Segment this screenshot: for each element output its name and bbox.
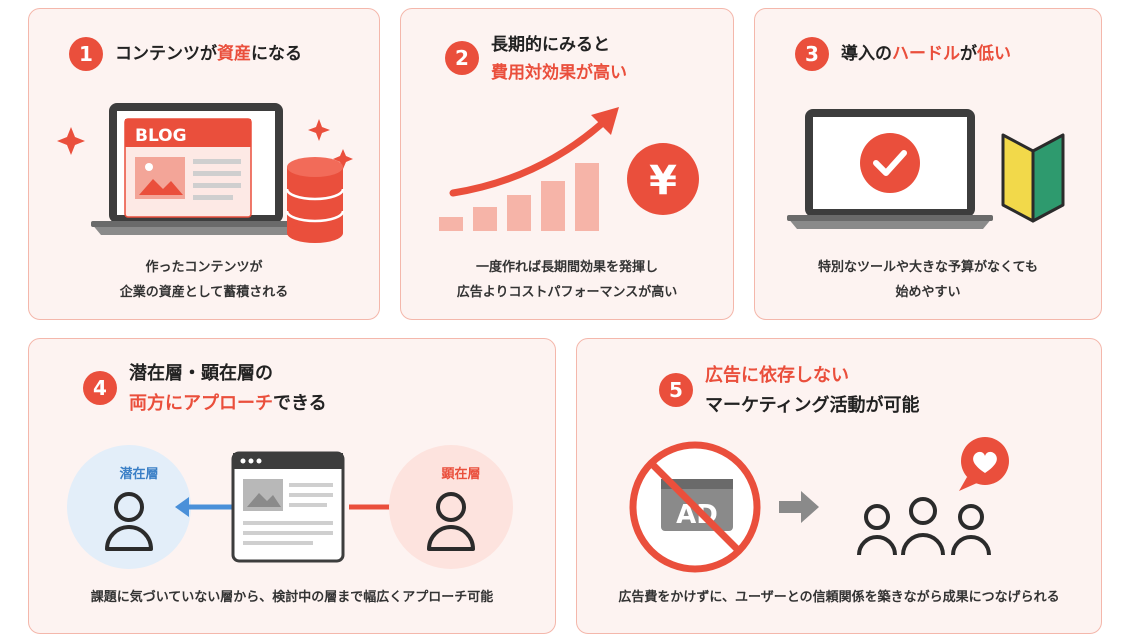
person-icon	[105, 492, 153, 551]
laptop-blog-illustration: BLOG	[57, 103, 353, 243]
card-description: 作ったコンテンツが 企業の資産として蓄積される	[119, 260, 289, 300]
card-title: 潜在層・顕在層の 両方にアプローチできる	[129, 363, 327, 414]
sparkle-icon	[57, 119, 353, 169]
audience-illustration	[67, 445, 513, 569]
card-description: 特別なツールや大きな予算がなくても 始めやすい	[818, 260, 1038, 300]
card-title: 広告に依存しない マーケティング活動が可能	[705, 365, 920, 416]
card-cost-effective: 2 長期的にみると 費用対効果が高い ¥ 一度作れば長期間効果を発揮し 広告より…	[400, 8, 734, 320]
yen-coin-icon: ¥	[627, 143, 699, 215]
card-title: コンテンツが資産になる	[115, 44, 302, 64]
database-icon	[285, 157, 345, 243]
card-low-barrier: 3 導入のハードルが低い 特別なツールや大きな予算がなくても 始めやすい	[754, 8, 1102, 320]
browser-window-icon	[231, 451, 345, 563]
check-icon	[860, 133, 920, 193]
blog-document: BLOG	[124, 118, 252, 218]
card-description: 広告費をかけずに、ユーザーとの信頼関係を築きながら成果につなげられる	[618, 590, 1060, 605]
number-badge: 1	[69, 37, 103, 71]
people-icon	[857, 497, 991, 556]
arrow-right-icon	[779, 491, 819, 523]
card-header: 1 コンテンツが資産になる	[69, 37, 302, 71]
growth-bars	[439, 163, 599, 231]
card-title: 長期的にみると 費用対効果が高い	[491, 35, 627, 83]
number-badge: 3	[795, 37, 829, 71]
card-header: 2 長期的にみると 費用対効果が高い	[445, 31, 627, 87]
card-header: 4 潜在層・顕在層の 両方にアプローチできる	[83, 359, 327, 419]
no-ad-icon: AD	[629, 441, 761, 573]
card-both-segments: 4 潜在層・顕在層の 両方にアプローチできる	[28, 338, 556, 634]
card-description: 課題に気づいていない層から、検討中の層まで幅広くアプローチ可能	[90, 590, 494, 605]
laptop-check-illustration	[787, 109, 1065, 229]
beginner-mark-icon	[1001, 133, 1065, 223]
no-ad-illustration: AD	[629, 437, 1009, 573]
manifest-audience	[389, 445, 513, 569]
heart-bubble-icon	[959, 437, 1009, 491]
card-title: 導入のハードルが低い	[841, 44, 1011, 64]
card-header: 5 広告に依存しない マーケティング活動が可能	[659, 361, 920, 421]
card-no-ads: 5 広告に依存しない マーケティング活動が可能 AD 広告費をか	[576, 338, 1102, 634]
blog-label: BLOG	[135, 126, 187, 146]
card-content-asset: 1 コンテンツが資産になる BLOG	[28, 8, 380, 320]
latent-audience	[67, 445, 191, 569]
growth-arrow-icon	[449, 107, 619, 197]
number-badge: 5	[659, 373, 693, 407]
latent-label: 潜在層	[119, 467, 159, 482]
card-description: 一度作れば長期間効果を発揮し 広告よりコストパフォーマンスが高い	[456, 260, 678, 300]
svg-text:¥: ¥	[649, 158, 677, 204]
growth-chart-illustration: ¥	[439, 107, 699, 231]
number-badge: 2	[445, 41, 479, 75]
card-header: 3 導入のハードルが低い	[795, 37, 1011, 71]
person-icon	[427, 492, 475, 551]
arrow-left-icon	[175, 497, 237, 517]
manifest-label: 顕在層	[441, 467, 481, 482]
number-badge: 4	[83, 371, 117, 405]
